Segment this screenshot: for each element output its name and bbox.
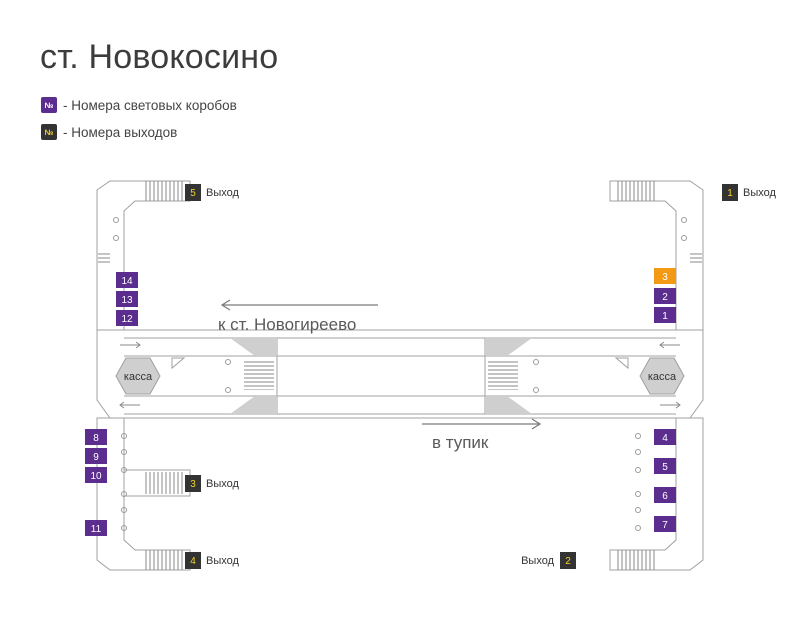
exit-2-label: Выход <box>521 555 554 567</box>
exit-5-label: Выход <box>206 187 239 199</box>
light-box-13: 13 <box>116 291 138 307</box>
station-outline <box>96 180 704 571</box>
light-box-14: 14 <box>116 272 138 288</box>
exit-4: 4 Выход <box>185 552 239 569</box>
svg-text:11: 11 <box>91 524 102 535</box>
cashier-west <box>115 357 161 395</box>
light-boxes: 14 13 12 3 2 1 8 9 10 11 4 5 6 7 <box>85 268 676 536</box>
light-box-6: 6 <box>654 487 676 503</box>
direction-east-label: в тупик <box>432 433 489 452</box>
light-box-1: 1 <box>654 307 676 323</box>
svg-text:3: 3 <box>190 479 196 490</box>
svg-text:6: 6 <box>662 491 668 502</box>
svg-text:14: 14 <box>121 276 133 287</box>
svg-text:8: 8 <box>93 433 99 444</box>
light-box-11: 11 <box>85 520 107 536</box>
svg-text:2: 2 <box>565 556 571 567</box>
svg-text:12: 12 <box>121 314 133 325</box>
svg-text:7: 7 <box>662 520 668 531</box>
svg-text:3: 3 <box>662 272 668 283</box>
stairs-exit-5 <box>145 181 185 201</box>
svg-text:1: 1 <box>727 188 733 199</box>
light-box-9: 9 <box>85 448 107 464</box>
light-box-12: 12 <box>116 310 138 326</box>
small-triangles <box>171 357 629 370</box>
stairs-exit-3 <box>145 472 185 494</box>
exit-5: 5 Выход <box>185 184 239 201</box>
light-box-8: 8 <box>85 429 107 445</box>
svg-text:5: 5 <box>662 462 668 473</box>
exit-1: 1 Выход <box>722 184 776 201</box>
light-box-2: 2 <box>654 288 676 304</box>
cashier-east-label: касса <box>648 371 677 383</box>
legend-boxes: № - Номера световых коробов <box>41 97 237 113</box>
stairs-platform-west <box>244 360 274 390</box>
legend-box-swatch: № <box>41 97 57 113</box>
direction-west-label: к ст. Новогиреево <box>218 315 356 334</box>
svg-text:4: 4 <box>190 556 196 567</box>
exit-3: 3 Выход <box>185 475 239 492</box>
legend-boxes-label: - Номера световых коробов <box>63 97 237 113</box>
exit-2: 2 Выход <box>521 552 576 569</box>
svg-text:2: 2 <box>662 292 668 303</box>
legend-exit-swatch: № <box>41 124 57 140</box>
svg-text:9: 9 <box>93 452 99 463</box>
direction-arrows <box>220 299 542 430</box>
svg-text:13: 13 <box>121 295 133 306</box>
stairs-exit-2 <box>615 550 655 570</box>
stairs-left-top <box>98 252 110 264</box>
turnstile-arrows <box>119 341 681 409</box>
legend-exits-label: - Номера выходов <box>63 124 178 140</box>
arrow-west <box>220 299 378 311</box>
light-box-4: 4 <box>654 429 676 445</box>
light-box-7: 7 <box>654 516 676 532</box>
exit-3-label: Выход <box>206 478 239 490</box>
page-title: ст. Новокосино <box>40 38 279 76</box>
stairs-exit-4 <box>145 550 185 570</box>
stairs-right-top <box>690 252 702 264</box>
stairs-exit-1 <box>615 181 655 201</box>
light-box-5: 5 <box>654 458 676 474</box>
pillars <box>113 217 687 531</box>
legend-exits: № - Номера выходов <box>41 124 177 140</box>
escalators <box>230 338 532 414</box>
arrow-east <box>422 418 542 430</box>
exit-1-label: Выход <box>743 187 776 199</box>
svg-text:4: 4 <box>662 433 668 444</box>
light-box-3: 3 <box>654 268 676 284</box>
light-box-10: 10 <box>85 467 107 483</box>
cashier-west-label: касса <box>124 371 153 383</box>
svg-text:10: 10 <box>90 471 102 482</box>
exit-4-label: Выход <box>206 555 239 567</box>
cashier-east <box>639 357 685 395</box>
svg-text:5: 5 <box>190 188 196 199</box>
stairs-platform-east <box>488 360 518 390</box>
svg-text:1: 1 <box>662 311 668 322</box>
